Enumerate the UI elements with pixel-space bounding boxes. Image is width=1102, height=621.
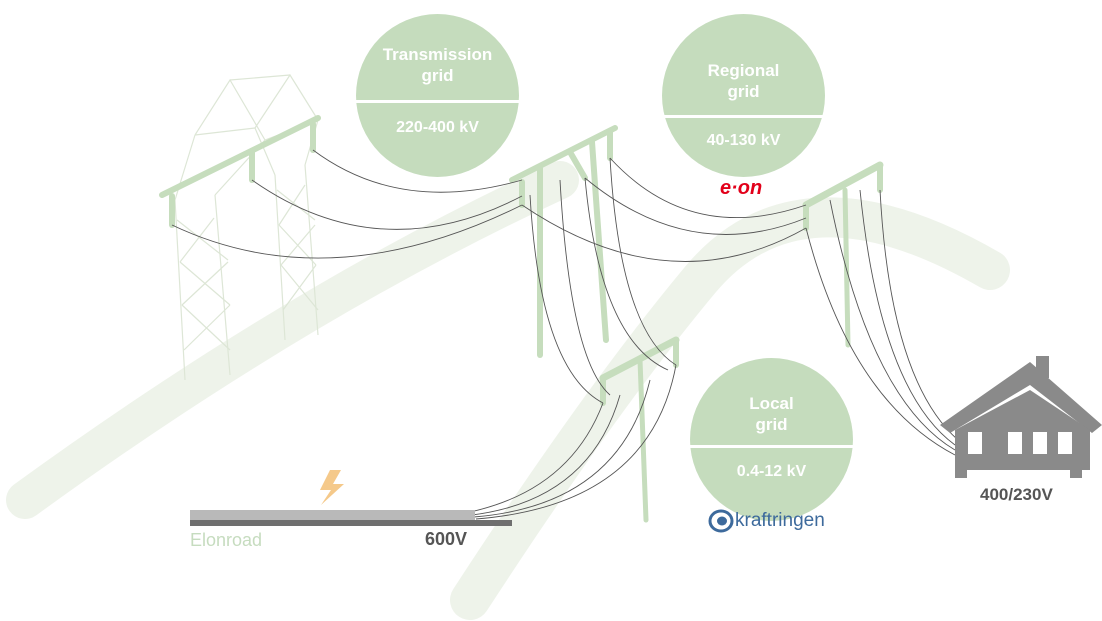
local-grid-voltage: 0.4-12 kV (736, 463, 807, 480)
distribution-pole-right (802, 161, 884, 348)
regional-pylon (509, 125, 618, 358)
house-windows (968, 432, 1072, 454)
house-icon (940, 356, 1102, 478)
regional-grid-title: Regional grid (707, 61, 780, 101)
badge-divider (690, 445, 853, 448)
badge-divider (662, 115, 825, 118)
transmission-grid-badge: Transmission grid 220-400 kV (356, 14, 519, 177)
local-pole (599, 336, 680, 523)
kraftringen-logo-icon (708, 509, 734, 533)
kraftringen-logo: kraftringen (735, 510, 825, 531)
transmission-grid-voltage: 220-400 kV (396, 119, 479, 136)
house-voltage-label: 400/230V (980, 485, 1053, 504)
transmission-crossarm (159, 115, 321, 228)
regional-grid-badge: Regional grid 40-130 kV (662, 14, 825, 177)
transmission-grid-title: Transmission grid (382, 45, 493, 85)
eon-logo: e·on (720, 177, 763, 199)
lightning-bolt-icon (320, 470, 344, 505)
road-voltage-label: 600V (425, 529, 468, 549)
elonroad-track (190, 510, 512, 526)
local-grid-badge: Local grid 0.4-12 kV (690, 358, 853, 521)
background-swoosh (6, 161, 1010, 620)
local-grid-title: Local grid (749, 394, 794, 434)
regional-grid-voltage: 40-130 kV (706, 132, 781, 149)
power-lines (171, 149, 959, 520)
badge-divider (356, 100, 519, 103)
elonroad-label: Elonroad (190, 530, 263, 550)
